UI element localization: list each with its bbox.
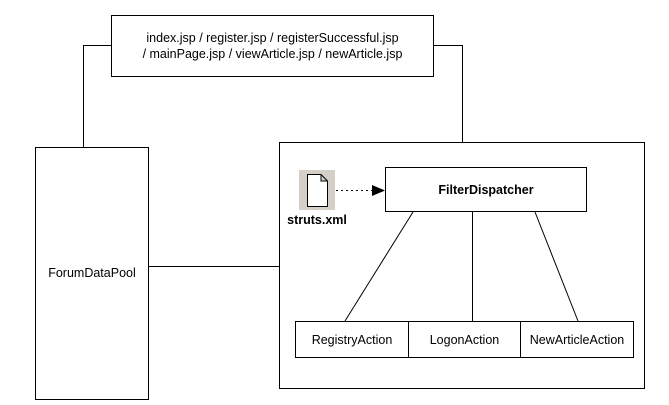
- jsp-pages-line-2: / mainPage.jsp / viewArticle.jsp / newAr…: [143, 47, 403, 61]
- new-article-action-label: NewArticleAction: [530, 333, 625, 347]
- pages-to-container-connector: [434, 45, 463, 142]
- new-article-action-box: [520, 321, 634, 358]
- struts-config-file: struts.xml: [287, 170, 347, 227]
- connectors: [83, 45, 579, 322]
- registry-action-label: RegistryAction: [312, 333, 393, 347]
- logon-action-box: [408, 321, 521, 358]
- registry-action-box: [295, 321, 409, 358]
- document-icon: [307, 174, 328, 207]
- logon-action-label: LogonAction: [430, 333, 500, 347]
- dispatcher-to-registry-connector: [344, 211, 414, 322]
- filter-dispatcher-box: FilterDispatcher: [385, 167, 587, 212]
- filter-dispatcher-label: FilterDispatcher: [438, 183, 533, 197]
- pages-to-datapool-connector: [83, 45, 111, 147]
- jsp-pages-line-1: index.jsp / register.jsp / registerSucce…: [146, 31, 398, 45]
- arrowhead-icon: [372, 185, 385, 196]
- forum-data-pool-box: ForumDataPool: [35, 147, 149, 400]
- actions-row: RegistryAction LogonAction NewArticleAct…: [295, 321, 634, 358]
- dispatcher-to-newarticle-connector: [534, 211, 579, 322]
- forum-data-pool-label: ForumDataPool: [48, 266, 136, 280]
- struts-container-box: [279, 142, 645, 389]
- jsp-pages-box: index.jsp / register.jsp / registerSucce…: [111, 15, 434, 77]
- struts-config-label: struts.xml: [287, 213, 347, 227]
